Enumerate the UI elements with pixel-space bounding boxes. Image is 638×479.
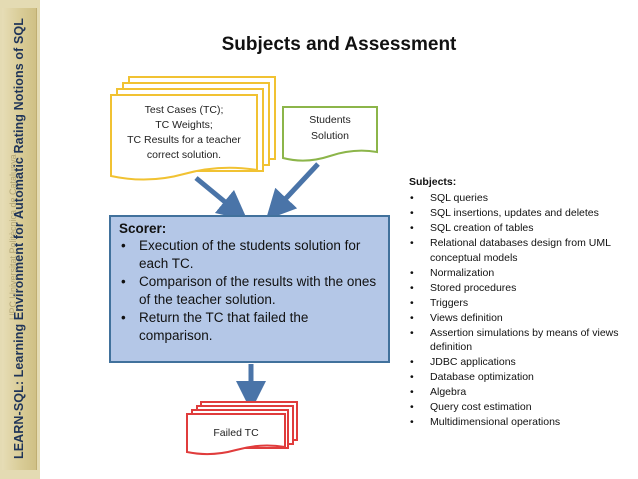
- sidebar-stripe: [2, 8, 37, 470]
- test-cases-document: Test Cases (TC); TC Weights; TC Results …: [110, 94, 258, 181]
- subject-item: Stored procedures: [409, 281, 631, 296]
- subject-item: Algebra: [409, 385, 631, 400]
- subject-item: Database optimization: [409, 370, 631, 385]
- test-cases-line: correct solution.: [146, 149, 222, 161]
- scorer-box: Scorer: Execution of the students soluti…: [109, 215, 390, 363]
- subject-item: Query cost estimation: [409, 400, 631, 415]
- subjects-panel: Subjects: SQL queries SQL insertions, up…: [409, 176, 631, 430]
- failed-tc-document: Failed TC: [186, 413, 286, 457]
- scorer-step: Comparison of the results with the ones …: [119, 273, 380, 309]
- document-shape: [282, 106, 378, 162]
- subject-item: Views definition: [409, 311, 631, 326]
- test-cases-line: TC Weights;: [155, 119, 213, 131]
- sidebar: UPC Universitat Politècnica de Catalunya…: [0, 0, 40, 479]
- subject-item: SQL creation of tables: [409, 221, 631, 236]
- students-solution-line: Solution: [311, 130, 349, 142]
- test-cases-line: TC Results for a teacher: [127, 134, 241, 146]
- subject-item: SQL queries: [409, 191, 631, 206]
- subjects-list: SQL queries SQL insertions, updates and …: [409, 191, 631, 430]
- failed-tc-label: Failed TC: [213, 427, 259, 439]
- subject-item: Relational databases design from UML con…: [409, 236, 631, 265]
- scorer-steps: Execution of the students solution for e…: [119, 237, 380, 345]
- test-cases-text: Test Cases (TC); TC Weights; TC Results …: [127, 103, 241, 163]
- scorer-step: Return the TC that failed the comparison…: [119, 309, 380, 345]
- subject-item: Normalization: [409, 266, 631, 281]
- failed-tc-document-stack: Failed TC: [186, 401, 298, 457]
- test-cases-line: Test Cases (TC);: [144, 104, 224, 116]
- subject-item: Assertion simulations by means of views …: [409, 326, 631, 355]
- scorer-title: Scorer:: [119, 221, 167, 236]
- subjects-heading: Subjects:: [409, 176, 457, 188]
- subject-item: SQL insertions, updates and deletes: [409, 206, 631, 221]
- slide-title: Subjects and Assessment: [221, 34, 457, 55]
- students-solution-line: Students: [309, 114, 351, 126]
- students-solution-text: Students Solution: [282, 112, 378, 144]
- document-shape: [110, 94, 258, 181]
- subject-item: Multidimensional operations: [409, 415, 631, 430]
- test-cases-document-stack: Test Cases (TC); TC Weights; TC Results …: [110, 76, 276, 184]
- sidebar-title: LEARN-SQL: Learning Environment for Auto…: [12, 18, 26, 460]
- students-solution-document: Students Solution: [282, 106, 378, 164]
- scorer-step: Execution of the students solution for e…: [119, 237, 380, 273]
- subject-item: Triggers: [409, 296, 631, 311]
- document-shape: [186, 413, 286, 456]
- subject-item: JDBC applications: [409, 355, 631, 370]
- arrow-students-to-scorer: [265, 162, 320, 220]
